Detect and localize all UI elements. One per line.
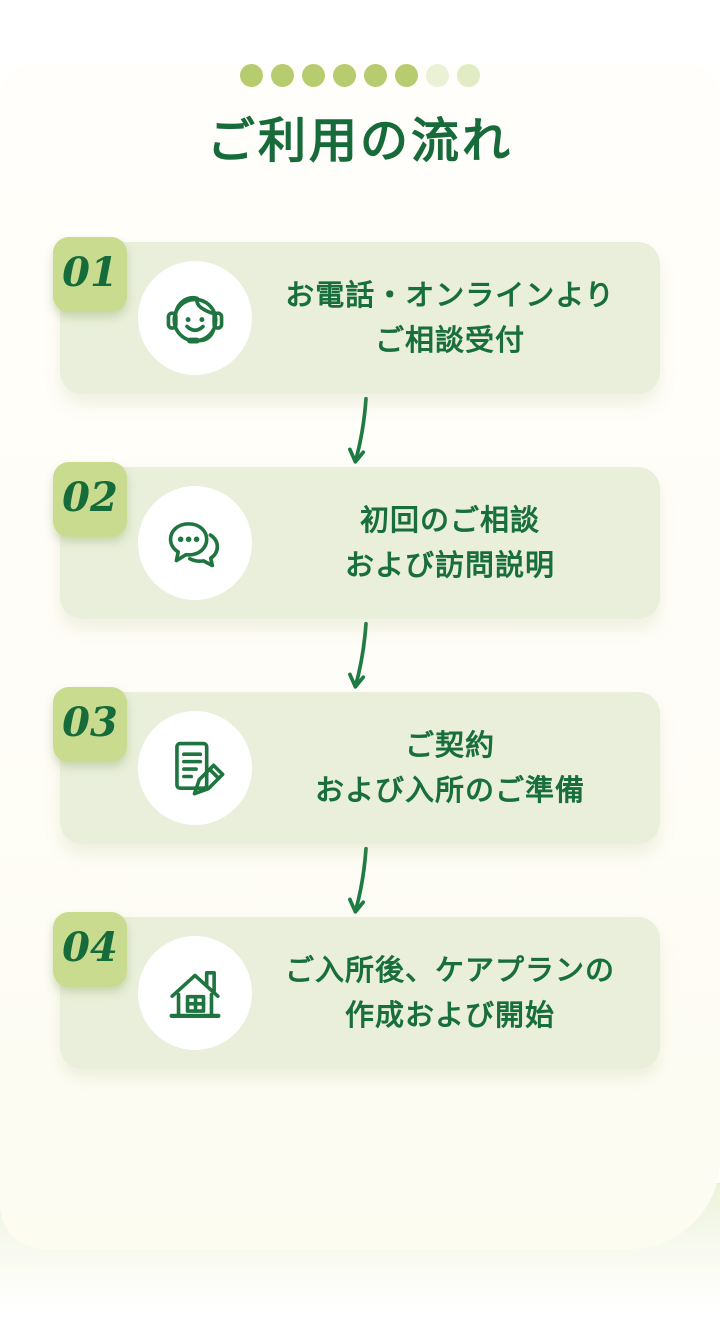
step-card-1: 01 お電話・オンラインより ご相談受付 — [53, 237, 660, 394]
page-title: ご利用の流れ — [206, 113, 513, 169]
step-card-2: 02 初回のご相談 および訪問説明 — [53, 462, 660, 619]
step-description: ご契約 および入所のご準備 — [252, 723, 660, 813]
step-icon-circle — [138, 936, 252, 1050]
step-text-line2: 作成および開始 — [344, 998, 555, 1032]
down-arrow-icon — [348, 846, 368, 914]
step-connector — [0, 394, 720, 467]
dots-decoration — [0, 63, 720, 87]
dot — [271, 63, 294, 87]
step-number-badge: 02 — [53, 462, 127, 537]
step-description: 初回のご相談 および訪問説明 — [252, 498, 660, 588]
step-number-badge: 01 — [53, 237, 127, 312]
dot — [364, 63, 387, 87]
step-description: お電話・オンラインより ご相談受付 — [252, 273, 660, 363]
chat-bubbles-icon — [168, 522, 220, 568]
house-icon — [169, 971, 221, 1018]
step-number: 02 — [62, 474, 118, 521]
dot — [426, 63, 449, 87]
step-text-line2: ご相談受付 — [374, 323, 525, 357]
step-text-line1: ご契約 — [404, 728, 495, 762]
step-card-3: 03 ご契約 および入所のご準備 — [53, 687, 660, 844]
support-operator-icon — [166, 295, 224, 344]
contract-pencil-icon — [175, 741, 225, 796]
step-connector — [0, 619, 720, 692]
dot — [457, 63, 480, 87]
dot — [333, 63, 356, 87]
step-text-line1: お電話・オンラインより — [285, 278, 615, 312]
dot — [240, 63, 263, 87]
step-connector — [0, 844, 720, 917]
down-arrow-icon — [348, 621, 368, 689]
step-text-line2: および入所のご準備 — [314, 773, 585, 807]
dot — [395, 63, 418, 87]
step-number-badge: 04 — [53, 912, 127, 987]
step-icon-circle — [138, 261, 252, 375]
step-number-badge: 03 — [53, 687, 127, 762]
steps-list: 01 お電話・オンラインより ご相談受付 — [0, 237, 720, 1069]
down-arrow-icon — [348, 396, 368, 464]
step-number: 01 — [62, 249, 118, 296]
step-text-line1: 初回のご相談 — [359, 503, 540, 537]
usage-flow-section: ご利用の流れ 01 お電話・オンラ — [0, 63, 720, 1069]
step-icon-circle — [138, 711, 252, 825]
dot — [302, 63, 325, 87]
step-card-4: 04 ご入所後、ケアプランの 作成および開始 — [53, 912, 660, 1069]
step-icon-circle — [138, 486, 252, 600]
step-number: 03 — [62, 699, 118, 746]
step-description: ご入所後、ケアプランの 作成および開始 — [252, 948, 660, 1038]
step-text-line2: および訪問説明 — [344, 548, 555, 582]
step-number: 04 — [62, 924, 118, 971]
step-text-line1: ご入所後、ケアプランの — [284, 953, 615, 987]
